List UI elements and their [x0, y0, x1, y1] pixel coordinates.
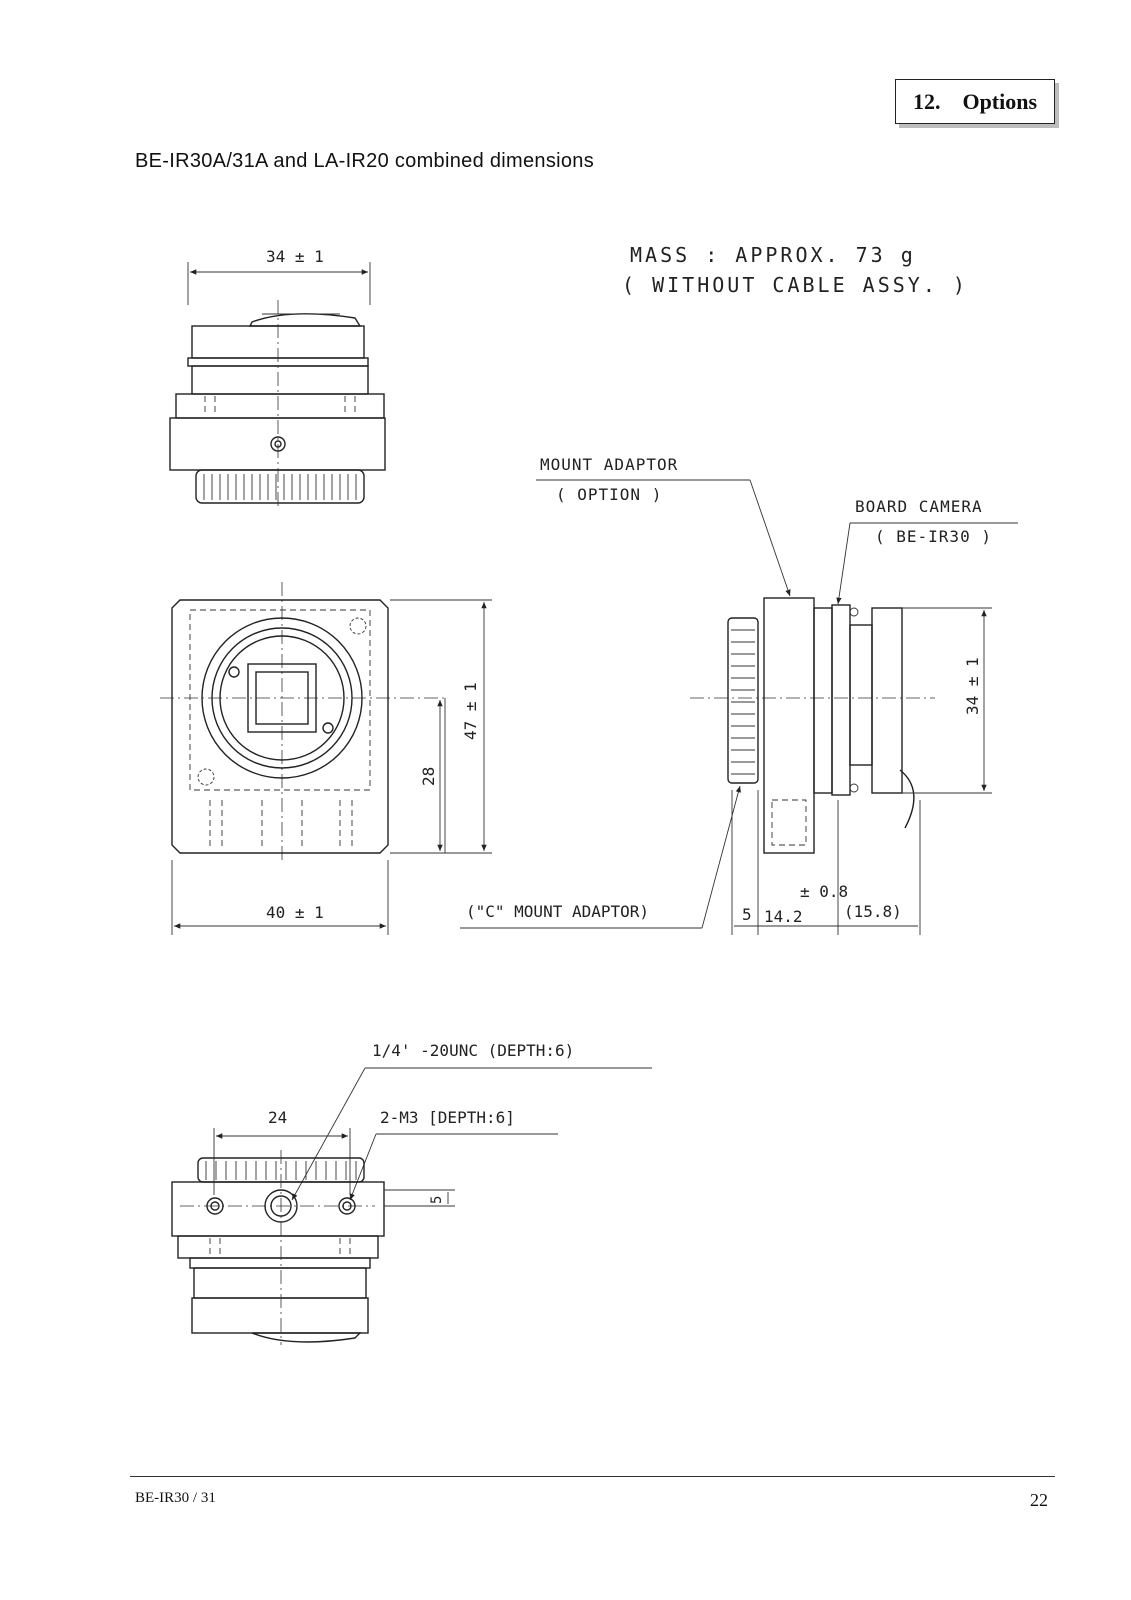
side-height-dim: 34 ± 1	[963, 657, 982, 715]
bottom-view: 1/4' -20UNC (DEPTH:6) 2-M3 [DEPTH:6] 24	[171, 1041, 652, 1345]
section-title: Options	[962, 88, 1038, 114]
c-mount-adaptor-label: ("C" MOUNT ADAPTOR)	[466, 902, 649, 921]
bottom-offset-dim: 5	[429, 1196, 445, 1204]
tripod-thread-label: 1/4' -20UNC (DEPTH:6)	[372, 1041, 574, 1060]
mount-adaptor-note: ( OPTION )	[556, 485, 662, 504]
section-number: 12.	[912, 88, 941, 114]
page-subtitle: BE-IR30A/31A and LA-IR20 combined dimens…	[135, 150, 595, 172]
mass-note-text: ( WITHOUT CABLE ASSY. )	[622, 273, 968, 297]
mass-text: MASS : APPROX. 73 g	[630, 243, 916, 267]
board-camera-model: ( BE-IR30 )	[875, 527, 992, 546]
page-number: 22	[1030, 1490, 1048, 1510]
footer-model: BE-IR30 / 31	[135, 1490, 216, 1506]
front-height-dim: 47 ± 1	[461, 682, 480, 740]
board-camera-label: BOARD CAMERA	[855, 497, 983, 516]
front-center-height-dim: 28	[419, 767, 438, 786]
top-width-dim: 34 ± 1	[266, 247, 324, 266]
section-heading: 12. Options	[895, 79, 1055, 124]
side-view: 34 ± 1 5 14.2 ± 0.8 (15.8)	[690, 597, 992, 935]
top-view: 34 ± 1	[169, 247, 386, 510]
dim-14-2: 14.2	[764, 907, 803, 926]
dim-5: 5	[742, 905, 752, 924]
dim-15-8: (15.8)	[844, 902, 902, 921]
bottom-width-dim: 24	[268, 1108, 287, 1127]
front-width-dim: 40 ± 1	[266, 903, 324, 922]
mount-adaptor-label: MOUNT ADAPTOR	[540, 455, 678, 474]
dim-tolerance: ± 0.8	[800, 882, 848, 901]
m3-holes-label: 2-M3 [DEPTH:6]	[380, 1108, 515, 1127]
footer-rule	[130, 1476, 1055, 1477]
front-view: 40 ± 1 28 47 ± 1	[160, 582, 492, 935]
